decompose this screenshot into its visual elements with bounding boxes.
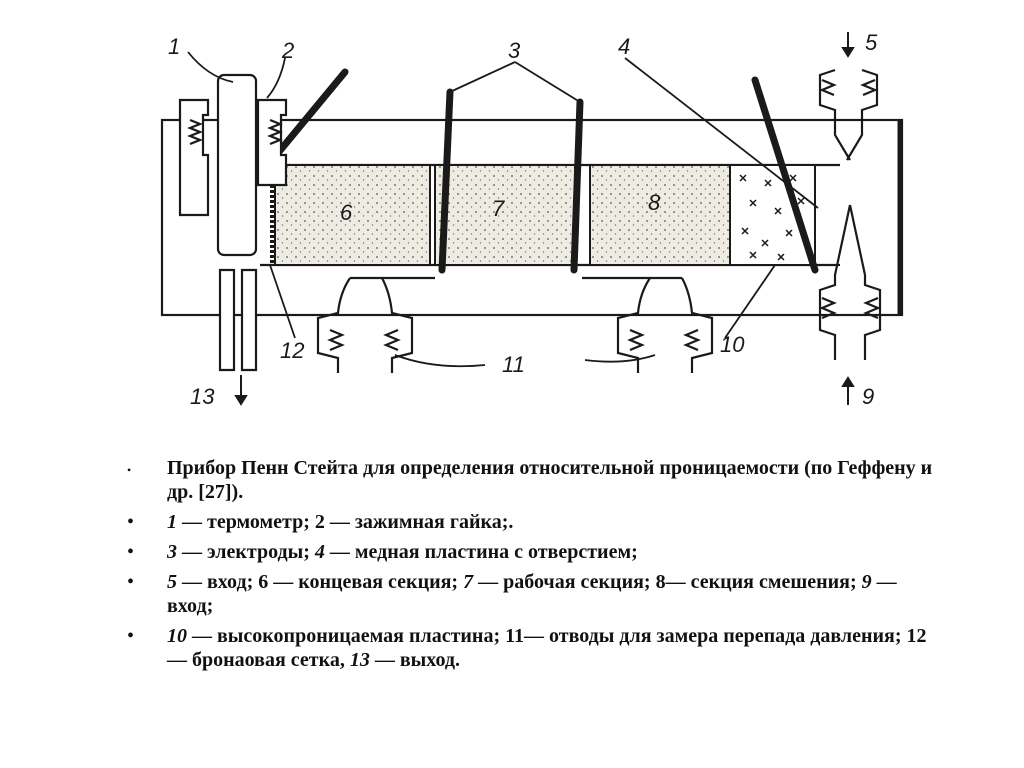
label-9: 9	[862, 384, 874, 409]
electrodes-3	[438, 88, 584, 274]
mixing-section-8	[589, 164, 731, 266]
legend-item: • Прибор Пенн Стейта для определения отн…	[122, 456, 942, 504]
legend-number: 1	[167, 511, 177, 533]
label-10: 10	[720, 332, 745, 357]
label-8: 8	[648, 190, 661, 215]
label-2: 2	[281, 38, 294, 63]
label-4: 4	[618, 34, 630, 59]
pressure-taps-11	[316, 276, 714, 373]
legend-text: — электроды;	[177, 541, 315, 563]
high-permeability-plate-10	[729, 164, 816, 266]
label-1: 1	[168, 34, 180, 59]
plate-crosses	[739, 174, 805, 261]
bullet-icon: •	[127, 463, 132, 477]
legend-item: • 5 — вход; 6 — концевая секция; 7 — раб…	[122, 570, 942, 618]
label-7: 7	[492, 196, 505, 221]
bullet-icon: •	[127, 541, 135, 563]
label-11: 11	[502, 352, 525, 377]
figure-labels: 1 2 3 4 5 6 7 8 9 10 11 12 13	[168, 30, 878, 409]
legend-item: • 10 — высокопроницаемая пластина; 11— о…	[122, 624, 942, 672]
legend-item: • 1 — термометр; 2 — зажимная гайка;.	[122, 510, 942, 534]
bullet-icon: •	[127, 625, 135, 647]
inlet-5-fitting	[818, 68, 879, 161]
legend-text: — термометр; 2 — зажимная гайка;.	[177, 511, 514, 533]
legend-number: 5	[167, 571, 177, 593]
legend-text: — медная пластина с отверстием;	[324, 541, 638, 563]
legend-number: 4	[314, 541, 325, 563]
label-12: 12	[280, 338, 304, 363]
legend-text: — высокопроницаемая пластина; 11— отводы…	[167, 625, 927, 671]
label-13: 13	[190, 384, 215, 409]
leader-lines	[187, 51, 819, 368]
flow-arrows	[234, 32, 855, 406]
legend-number: 9	[861, 571, 872, 593]
permeability-apparatus-diagram: 1 2 3 4 5 6 7 8 9 10 11 12 13	[150, 30, 920, 410]
legend-text: Прибор Пенн Стейта для определения относ…	[167, 457, 933, 503]
inlet-9-fitting	[818, 204, 882, 360]
label-5: 5	[865, 30, 878, 55]
working-section-7	[434, 164, 576, 266]
legend-number: 10	[167, 625, 187, 647]
legend-list: • Прибор Пенн Стейта для определения отн…	[122, 456, 942, 678]
legend-text: — рабочая секция; 8— секция смешения;	[473, 571, 862, 593]
copper-plate-4	[751, 76, 819, 274]
legend-text: — вход;	[167, 571, 897, 617]
legend-number: 7	[463, 571, 474, 593]
legend-number: 3	[167, 541, 177, 563]
end-section-6	[274, 164, 431, 266]
thermometer-1	[178, 73, 288, 372]
legend-number: 13	[349, 649, 370, 671]
label-6: 6	[340, 200, 353, 225]
bullet-icon: •	[127, 571, 135, 593]
label-3: 3	[508, 38, 521, 63]
legend-text: — выход.	[369, 649, 461, 671]
legend-item: • 3 — электроды; 4 — медная пластина с о…	[122, 540, 942, 564]
legend-text: — вход; 6 — концевая секция;	[177, 571, 464, 593]
bullet-icon: •	[127, 511, 135, 533]
